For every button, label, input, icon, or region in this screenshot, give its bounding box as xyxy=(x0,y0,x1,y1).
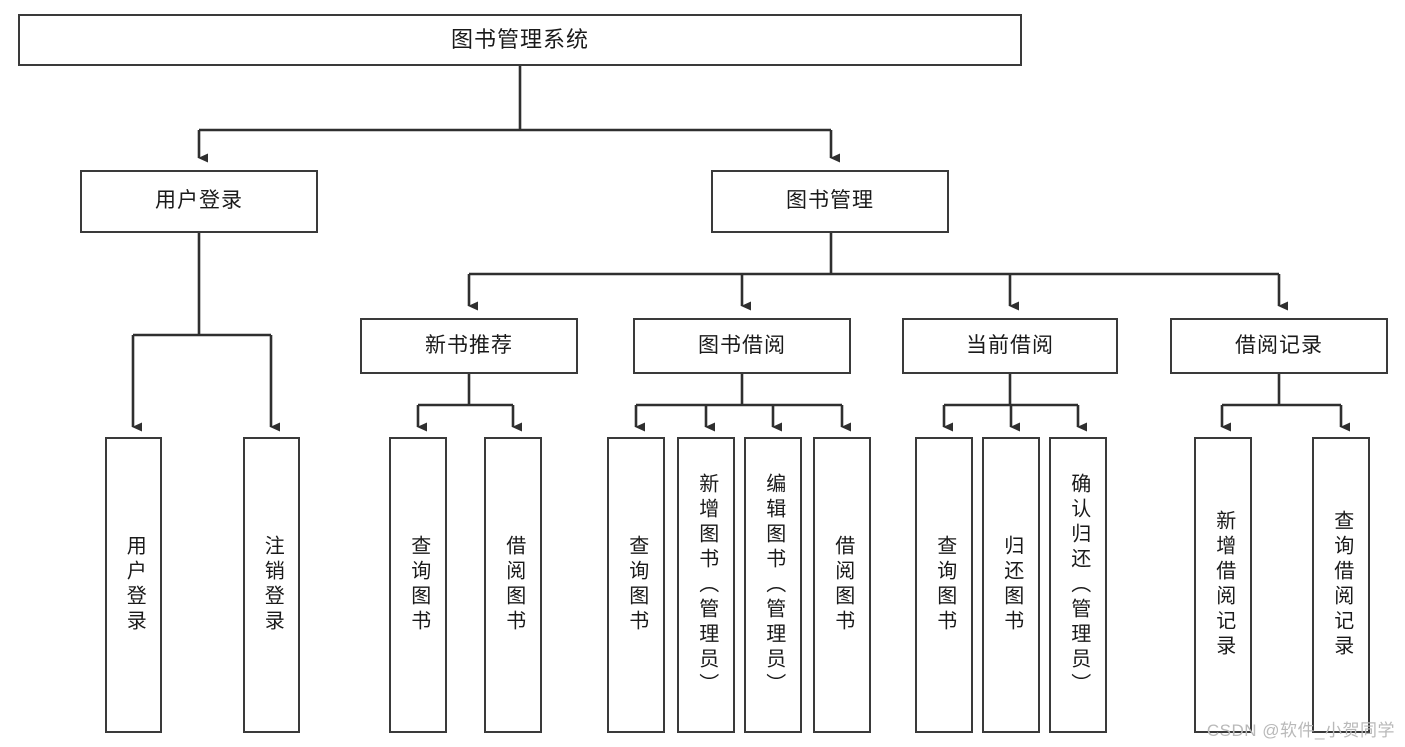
node-borrow-record[interactable]: 借阅记录 xyxy=(1170,318,1388,374)
node-current-borrow[interactable]: 当前借阅 xyxy=(902,318,1118,374)
node-label: 借阅图书 xyxy=(831,535,854,635)
leaf-borrow-book-1[interactable]: 借阅图书 xyxy=(484,437,542,733)
leaf-edit-book[interactable]: 编辑图书（管理员） xyxy=(744,437,802,733)
node-label: 新书推荐 xyxy=(425,333,513,357)
node-label: 图书管理系统 xyxy=(450,27,589,53)
leaf-add-record[interactable]: 新增借阅记录 xyxy=(1194,437,1252,733)
node-label: 新增借阅记录 xyxy=(1212,510,1235,660)
node-book-borrow[interactable]: 图书借阅 xyxy=(633,318,851,374)
node-label: 查询图书 xyxy=(407,535,430,635)
node-label: 图书借阅 xyxy=(698,333,786,357)
node-label: 归还图书 xyxy=(1000,535,1023,635)
leaf-user-login[interactable]: 用户登录 xyxy=(105,437,162,733)
node-label: 借阅图书 xyxy=(502,535,525,635)
leaf-logout-login[interactable]: 注销登录 xyxy=(243,437,300,733)
leaf-borrow-book-2[interactable]: 借阅图书 xyxy=(813,437,871,733)
leaf-add-book[interactable]: 新增图书（管理员） xyxy=(677,437,735,733)
leaf-query-record[interactable]: 查询借阅记录 xyxy=(1312,437,1370,733)
node-label: 用户登录 xyxy=(123,535,146,635)
leaf-query-book-3[interactable]: 查询图书 xyxy=(915,437,973,733)
node-book-manage[interactable]: 图书管理 xyxy=(711,170,949,233)
csdn-watermark: CSDN @软件_小贺同学 xyxy=(1206,721,1395,740)
node-label: 用户登录 xyxy=(155,189,243,213)
node-label: 查询图书 xyxy=(933,535,956,635)
node-new-book-recommend[interactable]: 新书推荐 xyxy=(360,318,578,374)
node-label: 当前借阅 xyxy=(966,333,1054,357)
leaf-return-book[interactable]: 归还图书 xyxy=(982,437,1040,733)
node-label: 新增图书（管理员） xyxy=(695,472,718,698)
leaf-query-book-2[interactable]: 查询图书 xyxy=(607,437,665,733)
node-label: 查询图书 xyxy=(625,535,648,635)
leaf-query-book-1[interactable]: 查询图书 xyxy=(389,437,447,733)
node-label: 查询借阅记录 xyxy=(1330,510,1353,660)
node-label: 图书管理 xyxy=(786,189,874,213)
node-root-book-management-system[interactable]: 图书管理系统 xyxy=(18,14,1022,66)
node-label: 确认归还（管理员） xyxy=(1067,472,1090,698)
node-label: 编辑图书（管理员） xyxy=(762,472,785,698)
node-label: 注销登录 xyxy=(261,535,284,635)
node-label: 借阅记录 xyxy=(1235,333,1323,357)
node-user-login[interactable]: 用户登录 xyxy=(80,170,318,233)
leaf-confirm-return[interactable]: 确认归还（管理员） xyxy=(1049,437,1107,733)
